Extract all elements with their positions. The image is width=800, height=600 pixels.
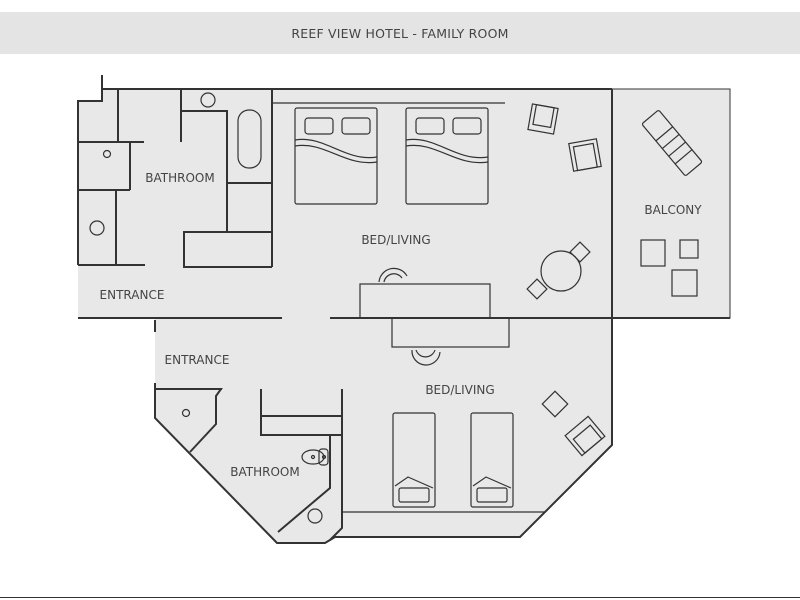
- armchair: [527, 103, 559, 135]
- walls: [77, 75, 730, 544]
- drain-icon: [102, 149, 112, 159]
- chair-icon: [411, 349, 441, 366]
- desk: [391, 317, 510, 348]
- single-bed-1: [392, 412, 436, 508]
- room-label-bed-living-upper: BED/LIVING: [361, 233, 430, 247]
- page-title: REEF VIEW HOTEL - FAMILY ROOM: [291, 25, 509, 41]
- room-label-bathroom-upper: BATHROOM: [145, 171, 214, 185]
- single-bed-2: [470, 412, 514, 508]
- armchair: [568, 138, 602, 172]
- armchair: [640, 239, 666, 267]
- title-bar: REEF VIEW HOTEL - FAMILY ROOM: [0, 12, 800, 54]
- side-table: [541, 390, 569, 418]
- room-label-entrance-upper: ENTRANCE: [100, 288, 165, 302]
- drain-icon: [181, 408, 191, 418]
- armchair: [564, 415, 606, 457]
- room-label-bed-living-lower: BED/LIVING: [425, 383, 494, 397]
- dining-table: [526, 241, 591, 300]
- sink-icon: [307, 508, 323, 524]
- bathroom-fixtures: [89, 92, 329, 524]
- sink-icon: [89, 220, 105, 236]
- side-table: [679, 239, 699, 259]
- balcony-floor: [611, 88, 731, 319]
- armchair: [671, 269, 698, 297]
- chair-icon: [378, 267, 408, 283]
- room-label-entrance-lower: ENTRANCE: [165, 353, 230, 367]
- sink-icon: [200, 92, 216, 108]
- bathtub-icon: [237, 109, 262, 169]
- double-bed-1: [294, 107, 378, 205]
- lower-floor: [155, 318, 612, 543]
- room-label-bathroom-lower: BATHROOM: [230, 465, 299, 479]
- bottom-divider: [0, 597, 800, 598]
- double-bed-2: [405, 107, 489, 205]
- sun-lounger: [641, 110, 703, 176]
- room-label-balcony: BALCONY: [644, 203, 702, 217]
- toilet-icon: [301, 448, 329, 466]
